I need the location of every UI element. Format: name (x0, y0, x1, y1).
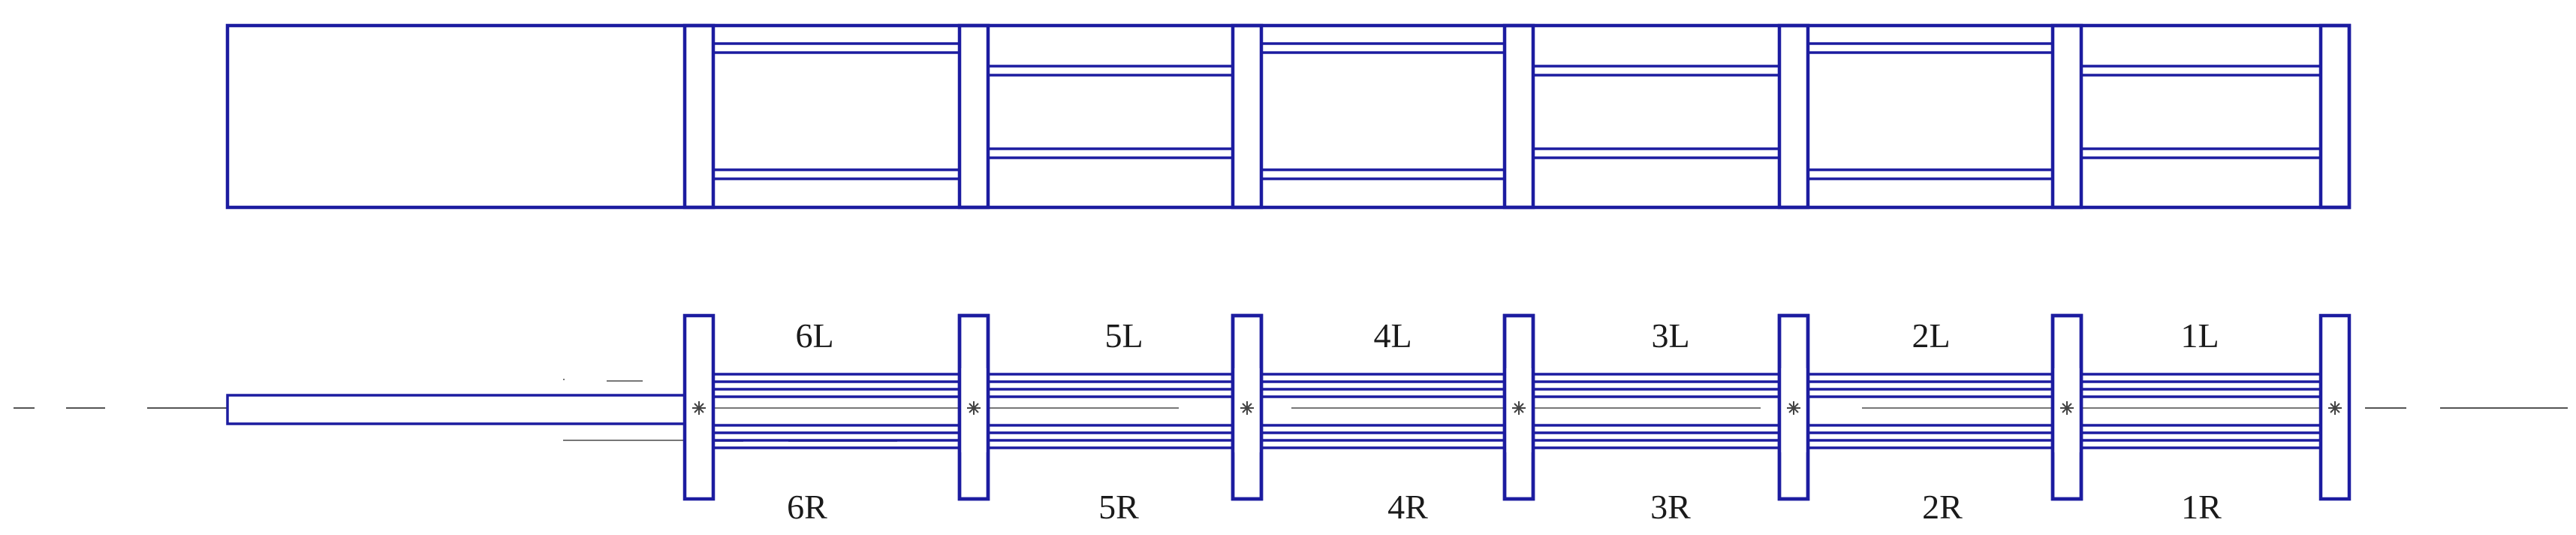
bay-label-3l: 3L (1651, 316, 1689, 355)
top-bay-6 (713, 42, 960, 180)
bay-label-4l: 4L (1373, 316, 1412, 355)
pivot-marker-4 (1512, 401, 1526, 415)
bay-label-6l: 6L (795, 316, 833, 355)
bay-label-5l: 5L (1104, 316, 1143, 355)
side-left-bar (226, 394, 686, 425)
pivot-marker-7 (2328, 401, 2342, 415)
top-post-4 (1502, 23, 1535, 210)
top-bay-4 (1261, 42, 1505, 180)
bay-label-2l: 2L (1912, 316, 1950, 355)
bay-label-4r: 4R (1387, 488, 1428, 526)
bay-label-2r: 2R (1922, 488, 1963, 526)
bay-labels: 6L 5L 4L 3L 2L 1L 6R 5R 4R 3R 2R 1R (787, 316, 2222, 526)
pivot-marker-2 (967, 401, 981, 415)
pivot-markers (692, 401, 2342, 415)
pivot-marker-6 (2060, 401, 2074, 415)
top-bay-1 (2081, 65, 2321, 159)
top-post-1 (682, 23, 716, 210)
bay-label-3r: 3R (1650, 488, 1691, 526)
top-post-2 (957, 23, 990, 210)
side-view: 6L 5L 4L 3L 2L 1L 6R 5R 4R 3R 2R 1R (14, 313, 2568, 526)
top-post-3 (1231, 23, 1264, 210)
bay-label-5r: 5R (1098, 488, 1139, 526)
bay-label-6r: 6R (787, 488, 827, 526)
pivot-marker-5 (1787, 401, 1800, 415)
bay-label-1l: 1L (2180, 316, 2219, 355)
top-view (225, 23, 2352, 210)
side-gray-marks (563, 379, 2321, 442)
top-post-5 (1777, 23, 1810, 210)
top-bay-5 (988, 65, 1233, 159)
pivot-marker-3 (1240, 401, 1254, 415)
top-bay-3 (1533, 65, 1779, 159)
side-post-7 (2318, 313, 2352, 501)
top-post-7 (2318, 23, 2352, 210)
top-bay-2 (1808, 42, 2053, 180)
top-post-6 (2050, 23, 2083, 210)
side-post-1 (682, 313, 716, 501)
pivot-marker-1 (692, 401, 706, 415)
bay-label-1r: 1R (2181, 488, 2222, 526)
